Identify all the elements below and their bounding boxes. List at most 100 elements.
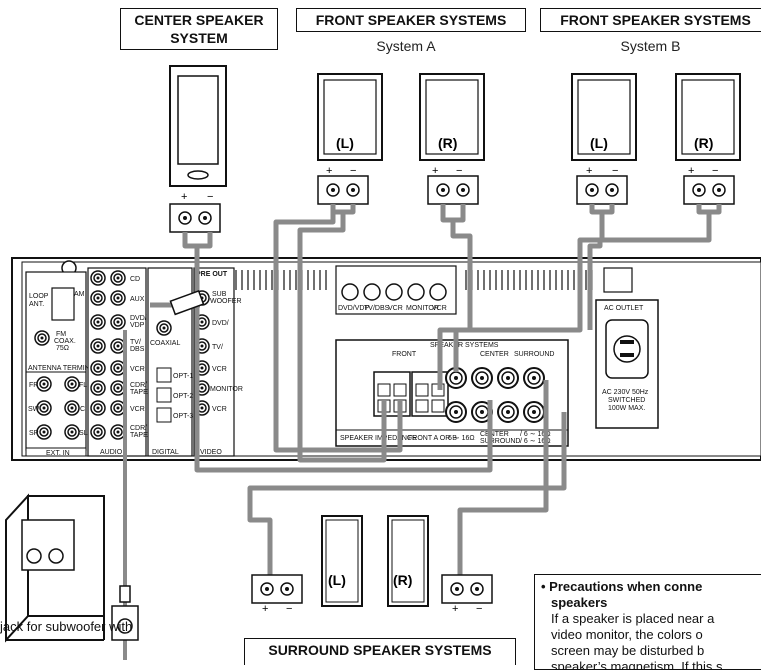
svg-text:+: + — [262, 603, 268, 615]
digital-label: DIGITAL — [152, 449, 179, 456]
svg-text:TV/: TV/ — [130, 339, 141, 346]
svg-text:CDR/: CDR/ — [130, 382, 147, 389]
front-b-left-speaker: (L) +− — [571, 73, 637, 205]
svg-text:SUB: SUB — [212, 291, 227, 298]
svg-text:MONITOR: MONITOR — [406, 305, 439, 312]
svg-text:SL: SL — [79, 430, 88, 437]
svg-text:CD: CD — [130, 276, 140, 283]
svg-text:TV/: TV/ — [212, 344, 223, 351]
speaker-impedance-label: SPEAKER IMPEDANCE — [340, 435, 417, 442]
pre-out-label: PRE OUT — [196, 271, 228, 278]
surround-left-label: (L) — [328, 572, 346, 588]
svg-text:AM: AM — [74, 291, 85, 298]
surround-speaker-systems-title: SURROUND SPEAKER SYSTEMS — [244, 638, 516, 665]
front-b-right-speaker: (R) + − — [675, 73, 741, 205]
center-speaker: + − — [169, 65, 227, 233]
subwoofer-plug — [169, 289, 205, 316]
fm-antenna-jack — [34, 330, 50, 346]
svg-text:SWITCHED: SWITCHED — [608, 397, 645, 404]
center-speaker-terminal — [169, 203, 221, 233]
precautions-box: • Precautions when conne speakers If a s… — [534, 574, 761, 670]
ext-in-label: EXT. IN — [46, 450, 70, 457]
svg-text:AC 230V 50Hz: AC 230V 50Hz — [602, 389, 649, 396]
front-speaker-systems-b-title: FRONT SPEAKER SYSTEMS — [540, 8, 761, 32]
svg-text:VCR: VCR — [388, 305, 403, 312]
audio-label: AUDIO — [100, 449, 123, 456]
svg-text:CDR/: CDR/ — [130, 425, 147, 432]
svg-text:CENTER: CENTER — [480, 431, 509, 438]
center-plus: + — [181, 191, 187, 203]
svg-text:−: − — [350, 165, 356, 177]
surround-right-speaker: (R) — [387, 515, 429, 607]
precautions-line-4: speaker’s magnetism. If this s — [551, 659, 723, 670]
precautions-line-3: screen may be disturbed b — [551, 643, 705, 658]
svg-text:TAPE: TAPE — [130, 432, 148, 439]
precautions-title-2: speakers — [551, 595, 608, 610]
svg-text:DVD/VDP: DVD/VDP — [338, 305, 369, 312]
svg-text:−: − — [456, 165, 462, 177]
surround-right-label: (R) — [393, 572, 412, 588]
svg-text:/ 6 ∼ 16Ω: / 6 ∼ 16Ω — [520, 431, 551, 438]
svg-text:SW: SW — [28, 406, 40, 413]
svg-text:VCR: VCR — [212, 366, 227, 373]
svg-text:DVD/: DVD/ — [212, 320, 229, 327]
precautions-title: • Precautions when conne — [541, 579, 703, 594]
svg-text:OPT-2: OPT-2 — [173, 393, 193, 400]
antenna-terminals-label: ANTENNA TERMINALS — [28, 365, 103, 372]
svg-text:WOOFER: WOOFER — [210, 298, 242, 305]
subwoofer — [5, 493, 139, 643]
svg-text:−: − — [712, 165, 718, 177]
system-b-label: System B — [620, 38, 681, 54]
svg-text:DBS: DBS — [130, 346, 145, 353]
surround-right-terminal — [441, 574, 493, 604]
svg-text:−: − — [476, 603, 482, 615]
svg-text:75Ω: 75Ω — [56, 345, 69, 352]
svg-text:SURROUND: SURROUND — [480, 438, 520, 445]
front-speaker-systems-a-title: FRONT SPEAKER SYSTEMS — [296, 8, 526, 32]
svg-text:OPT-1: OPT-1 — [173, 373, 193, 380]
svg-text:+: + — [326, 165, 332, 177]
system-a-label: System A — [376, 38, 436, 54]
svg-text:+: + — [688, 165, 694, 177]
svg-text:TAPE: TAPE — [130, 389, 148, 396]
center-speaker-title: CENTER SPEAKER SYSTEM — [120, 8, 278, 50]
svg-text:100W MAX.: 100W MAX. — [608, 405, 645, 412]
svg-text:FM: FM — [56, 331, 66, 338]
surround-left-terminal — [251, 574, 303, 604]
svg-text:FR: FR — [29, 382, 38, 389]
svg-text:AUX: AUX — [130, 296, 145, 303]
svg-text:VCR: VCR — [130, 366, 145, 373]
speaker-systems-label: SPEAKER SYSTEMS — [430, 342, 499, 349]
video-label: VIDEO — [200, 449, 222, 456]
front-a-right-label: (R) — [438, 135, 457, 151]
svg-text:+: + — [432, 165, 438, 177]
svg-text:VCR: VCR — [432, 305, 447, 312]
surround-label: SURROUND — [514, 351, 554, 358]
svg-text:MONITOR: MONITOR — [210, 386, 243, 393]
svg-text:+: + — [586, 165, 592, 177]
svg-text:VCR: VCR — [212, 406, 227, 413]
svg-text:VCR: VCR — [130, 406, 145, 413]
svg-text:FL: FL — [79, 382, 87, 389]
svg-text:C: C — [80, 406, 85, 413]
precautions-line-1: If a speaker is placed near a — [551, 611, 715, 626]
svg-text:COAX.: COAX. — [54, 338, 76, 345]
surround-left-speaker: (L) — [321, 515, 363, 607]
loop-ant-label: LOOP — [29, 293, 49, 300]
svg-text:+: + — [452, 603, 458, 615]
svg-text:DVD/: DVD/ — [130, 315, 147, 322]
svg-text:6 ∼ 16Ω: 6 ∼ 16Ω — [448, 435, 475, 442]
front-b-left-label: (L) — [590, 135, 608, 151]
front-a-left-label: (L) — [336, 135, 354, 151]
coaxial-jack — [156, 320, 172, 336]
svg-text:−: − — [286, 603, 292, 615]
svg-text:TV/DBS: TV/DBS — [364, 305, 390, 312]
svg-text:VDP: VDP — [130, 322, 145, 329]
svg-text:ANT.: ANT. — [29, 301, 44, 308]
svg-text:OPT-3: OPT-3 — [173, 413, 193, 420]
ac-outlet-label: AC OUTLET — [604, 305, 644, 312]
svg-text:SR: SR — [29, 430, 39, 437]
subwoofer-caption: jack for subwoofer with — [0, 619, 133, 634]
front-b-right-label: (R) — [694, 135, 713, 151]
